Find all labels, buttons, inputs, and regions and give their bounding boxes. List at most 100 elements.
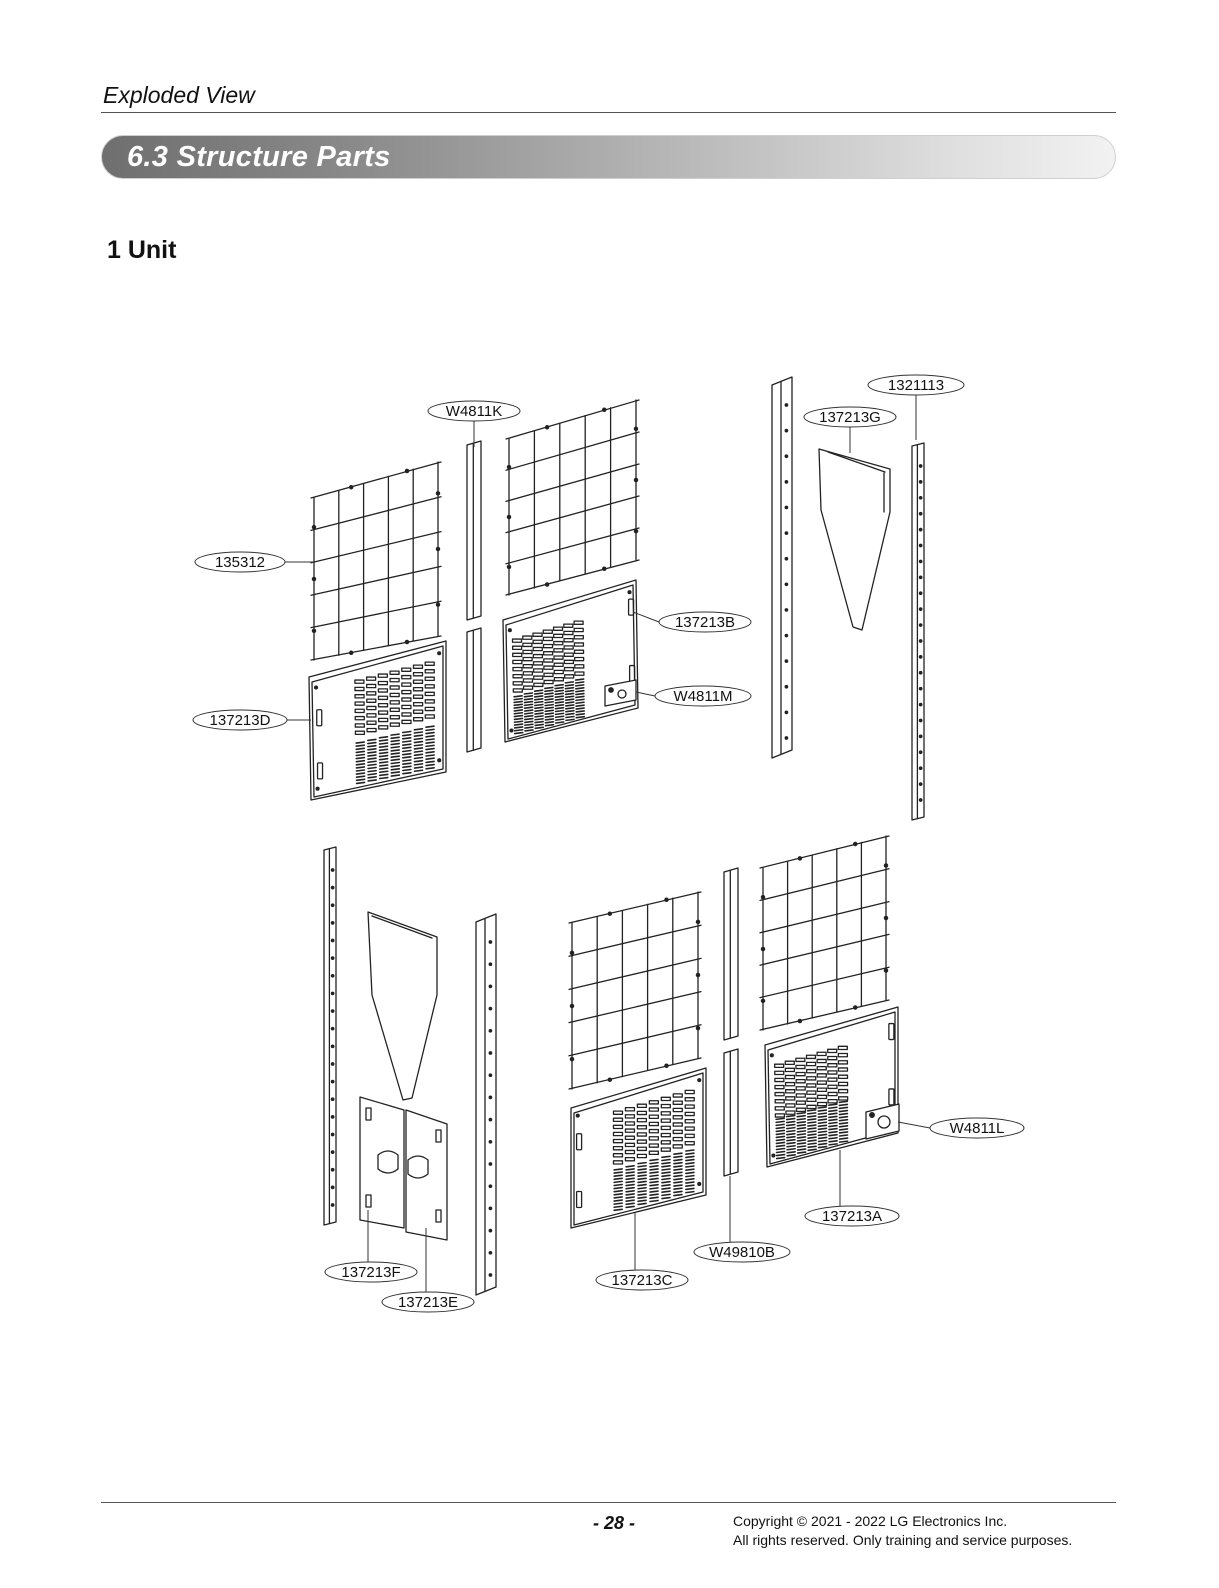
louver-slot [512, 652, 523, 658]
louver-slot [412, 694, 424, 699]
post-w49810b-bottom [723, 1048, 739, 1177]
grille-line [828, 1118, 838, 1122]
louver-slot [672, 1144, 683, 1149]
grille-line [613, 1177, 623, 1181]
grille-line [786, 1138, 796, 1142]
grille-line [575, 695, 585, 699]
grille-line [775, 1138, 786, 1142]
grille-line [565, 707, 575, 710]
grille-line [513, 703, 524, 707]
grille-line [673, 1158, 683, 1162]
louver-slot [624, 1106, 636, 1112]
louver-slot [624, 1149, 636, 1155]
grille-line [613, 1205, 623, 1209]
plate-bolt [608, 687, 614, 693]
grille-line [425, 757, 435, 760]
post-hole [330, 1185, 335, 1190]
post-w4811k-bottom [466, 627, 482, 753]
grille-line [378, 761, 389, 764]
grille-line [565, 715, 575, 719]
grille-line [554, 701, 565, 704]
grille-line [564, 689, 575, 693]
grille-line [775, 1156, 786, 1160]
grille-line [575, 710, 585, 713]
grille-line [637, 1202, 647, 1206]
louver-slot [389, 714, 400, 720]
louver-slot [837, 1060, 849, 1065]
louver-slot [785, 1110, 796, 1115]
grille-line [775, 1129, 786, 1133]
grid-wire [759, 933, 890, 966]
leader-w4811l [897, 1121, 931, 1129]
grille-line [673, 1184, 683, 1187]
grille-line [367, 754, 377, 757]
post-hole [330, 1114, 335, 1119]
grille-line [786, 1135, 796, 1139]
grille-line [402, 746, 412, 750]
grille-line [685, 1152, 695, 1155]
grille-line [413, 753, 424, 757]
louver-slot [660, 1125, 671, 1131]
grid-clip [797, 1018, 803, 1024]
grille-line [378, 776, 389, 780]
grille-line [378, 751, 389, 755]
grille-line [425, 741, 435, 744]
post-hole [918, 734, 923, 739]
grille-line [775, 1147, 786, 1151]
grille-line [673, 1181, 683, 1184]
callout-label: W4811L [950, 1120, 1005, 1137]
louver-slot [684, 1119, 695, 1124]
louver-slot [522, 642, 533, 648]
handle-slot [888, 1088, 895, 1106]
grille-line [817, 1109, 828, 1112]
grid-wire [568, 957, 702, 991]
louver-slot [532, 639, 543, 645]
louver-slot [389, 722, 401, 727]
grille-line [838, 1118, 849, 1122]
grille-line [838, 1112, 849, 1116]
post-hole [330, 885, 335, 890]
grille-line [796, 1145, 807, 1148]
grille-line [523, 695, 534, 698]
louver-slot [612, 1145, 624, 1151]
grid-clip [506, 564, 512, 570]
louver-slot [837, 1067, 849, 1072]
grid-wire [568, 1057, 702, 1090]
grille-line [613, 1186, 623, 1190]
grille-line [367, 747, 377, 751]
grille-line [378, 767, 389, 770]
grille-line [524, 729, 534, 732]
post-hole [784, 556, 789, 561]
louver-slot [389, 677, 400, 683]
louver-slot [389, 670, 400, 675]
post-hole [488, 1028, 493, 1033]
handle-slot [888, 1022, 895, 1041]
grille-line [513, 726, 524, 729]
louver-slot [354, 686, 365, 692]
grille-line [786, 1141, 796, 1145]
grille-line [367, 738, 377, 742]
louver-slot [684, 1089, 695, 1095]
grid-wire [310, 565, 442, 596]
post-hole [918, 480, 923, 484]
louver-slot [816, 1101, 828, 1107]
louver-slot [543, 672, 554, 678]
post-hole [918, 782, 923, 786]
grille-line [524, 726, 534, 729]
handle-slot [316, 709, 323, 727]
grille-line [661, 1174, 671, 1178]
grille-line [817, 1127, 828, 1131]
louver-slot [827, 1055, 838, 1061]
screw-hole [437, 651, 442, 656]
louver-slot [648, 1143, 659, 1148]
grid-wire [759, 966, 890, 999]
grille-line [523, 712, 534, 715]
grille-line [637, 1164, 647, 1168]
grille-line [775, 1144, 786, 1148]
post-outline [723, 1048, 739, 1177]
louver-slot [805, 1061, 817, 1067]
louver-slot [522, 678, 534, 683]
grille-line [523, 703, 534, 707]
louver-slot [574, 664, 585, 669]
louver-slot [413, 716, 424, 722]
